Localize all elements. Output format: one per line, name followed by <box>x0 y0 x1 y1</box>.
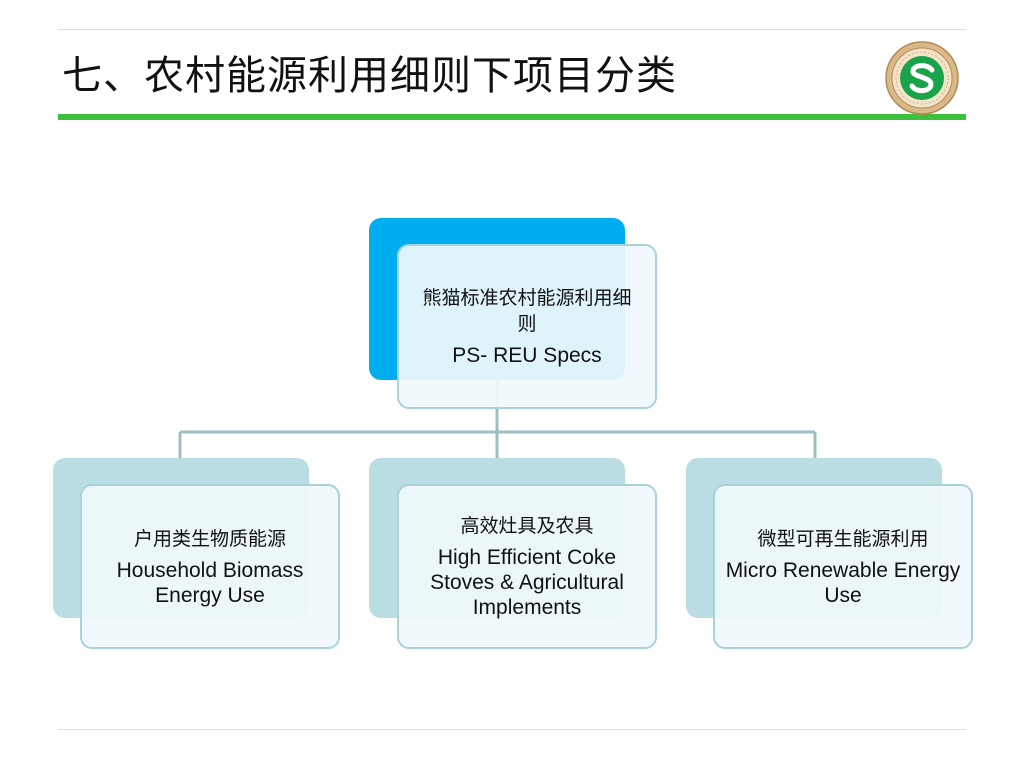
child-node-1-en-label: Household Biomass Energy Use <box>116 558 304 607</box>
child-node-micro-renewable: 微型可再生能源利用 Micro Renewable Energy Use <box>713 484 973 649</box>
child-node-1-cn-label: 户用类生物质能源 <box>133 527 286 550</box>
root-node-card: 熊猫标准农村能源利用细则 PS- REU Specs <box>397 244 657 409</box>
root-node-en-label: PS- REU Specs <box>452 344 602 367</box>
root-node-cn-label: 熊猫标准农村能源利用细则 <box>422 287 632 335</box>
top-rule <box>58 29 966 30</box>
title-underline-bar <box>58 114 966 120</box>
child-node-3-en-label: Micro Renewable Energy Use <box>725 558 961 607</box>
green-s-seal-icon <box>885 41 959 115</box>
child-node-2-cn-label: 高效灶具及农具 <box>460 515 594 537</box>
child-node-household-biomass: 户用类生物质能源 Household Biomass Energy Use <box>80 484 340 649</box>
bottom-rule <box>58 729 966 730</box>
slide-title: 七、农村能源利用细则下项目分类 <box>62 53 677 99</box>
child-node-2-en-label: High Efficient Coke Stoves & Agricultura… <box>430 546 624 619</box>
child-node-3-cn-label: 微型可再生能源利用 <box>757 527 929 550</box>
child-node-efficient-stoves: 高效灶具及农具 High Efficient Coke Stoves & Agr… <box>397 484 657 649</box>
